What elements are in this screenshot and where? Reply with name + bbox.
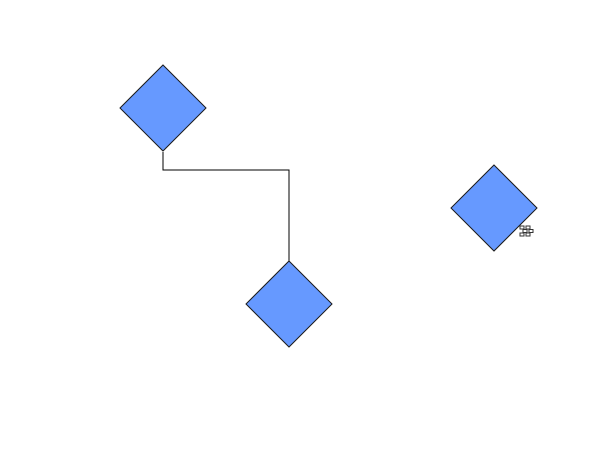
diamond-shape[interactable] <box>450 164 538 252</box>
diamond-shape[interactable] <box>119 64 207 152</box>
diamond-shape[interactable] <box>245 260 333 348</box>
connect-arrows-icon <box>519 225 534 237</box>
connector-edge[interactable] <box>162 152 290 261</box>
